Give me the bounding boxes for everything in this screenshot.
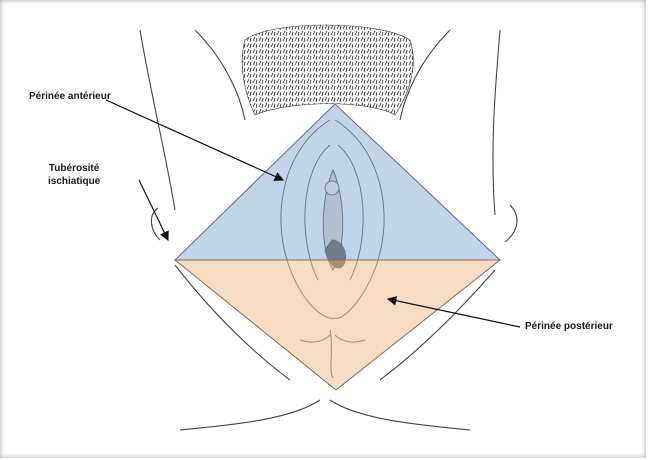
label-posterior-perineum: Périnée postérieur bbox=[525, 321, 613, 334]
label-anterior-perineum: Périnée antérieur bbox=[29, 91, 111, 104]
label-ischial-tuberosity: Tubérosité ischiatique bbox=[48, 163, 100, 188]
anterior-perineum-triangle bbox=[175, 104, 500, 260]
posterior-perineum-triangle bbox=[175, 260, 500, 390]
pubic-hair bbox=[242, 25, 413, 115]
label-tuberosity-line2: ischiatique bbox=[48, 176, 100, 189]
label-tuberosity-line1: Tubérosité bbox=[48, 163, 100, 176]
